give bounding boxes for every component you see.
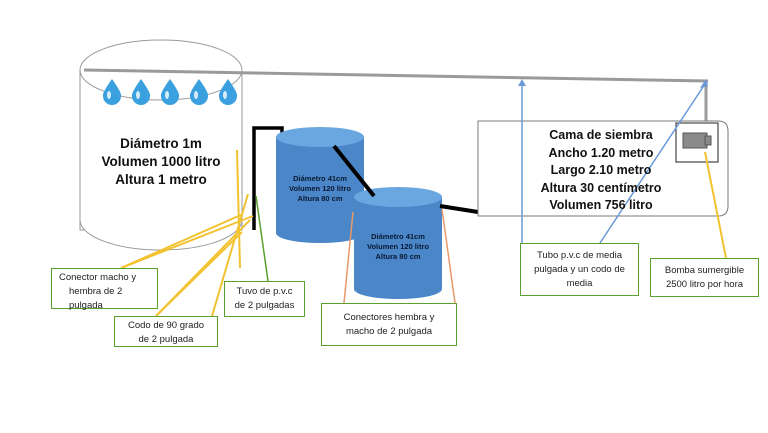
grow-bed-title: Cama de siembra (549, 128, 653, 142)
callout-pvc-tube-elbow: Tubo p.v.c de media pulgada y un codo de… (520, 243, 639, 296)
arrow-icon (518, 79, 526, 86)
water-drop-highlight (107, 91, 111, 99)
bed-feed-pipe (439, 204, 479, 214)
water-drop-highlight (223, 91, 227, 99)
tank-one-height: Altura 80 cm (297, 194, 343, 203)
callout-connector: Conector macho y hembra de 2 pulgada (51, 268, 158, 311)
callout-line-pvc (255, 195, 269, 282)
callout-pvc-pipe: Tuvo de p.v.c de 2 pulgadas (224, 281, 305, 317)
fish-tank-one (276, 127, 364, 243)
callout-line-female-male-a (343, 211, 354, 304)
water-drop-icon (131, 79, 151, 106)
callout-line-pump (704, 151, 727, 259)
water-drops (102, 79, 238, 106)
big-tank-height: Altura 1 metro (115, 172, 207, 187)
grow-bed-width: Ancho 1.20 metro (548, 145, 654, 160)
grow-bed-label: Cama de siembra Ancho 1.20 metro Largo 2… (526, 127, 676, 215)
water-drop-highlight (165, 91, 169, 99)
grow-bed-volume: Volumen 756 litro (549, 198, 653, 212)
tank-two-volume: Volumen 120 litro (367, 242, 429, 251)
tank-two-height: Altura 80 cm (375, 252, 421, 261)
water-drop-icon (160, 79, 180, 105)
arrow-icon (700, 79, 708, 88)
return-pipe (83, 68, 709, 83)
callout-line-female-male-b (441, 208, 456, 304)
tank-one-label: Diámetro 41cm Volumen 120 litro Altura 8… (280, 174, 360, 204)
tank-one-diameter: Diámetro 41cm (293, 174, 347, 183)
water-drop-icon (218, 79, 238, 105)
grow-bed-length: Largo 2.10 metro (550, 163, 652, 177)
callout-line-pvc-tube-b (599, 83, 706, 244)
tank-connector-pipe (332, 144, 376, 198)
big-tank-label: Diámetro 1m Volumen 1000 litro Altura 1 … (92, 135, 230, 189)
big-tank-diameter: Diámetro 1m (120, 136, 202, 151)
callout-pump: Bomba sumergible 2500 litro por hora (650, 258, 759, 297)
water-drop-icon (102, 79, 122, 105)
fish-tank-two (354, 187, 442, 299)
callout-line-elbow-c (211, 193, 249, 317)
tank-one-volume: Volumen 120 litro (289, 184, 351, 193)
tank-two-label: Diámetro 41cm Volumen 120 litro Altura 8… (358, 232, 438, 262)
callout-elbow: Codo de 90 grado de 2 pulgada (114, 316, 218, 347)
water-drop-icon (189, 79, 209, 105)
water-drop-highlight (136, 91, 140, 99)
callout-line-elbow-b (155, 219, 251, 317)
callout-female-male-connectors: Conectores hembra y macho de 2 pulgada (321, 303, 457, 346)
pump-icon (675, 122, 719, 163)
callout-line-connector-c (236, 149, 241, 269)
tank-two-diameter: Diámetro 41cm (371, 232, 425, 241)
callout-line-connector-b (120, 215, 254, 269)
water-drop-highlight (194, 91, 198, 99)
grow-bed-height: Altura 30 centímetro (540, 180, 662, 195)
big-tank-volume: Volumen 1000 litro (101, 154, 221, 169)
